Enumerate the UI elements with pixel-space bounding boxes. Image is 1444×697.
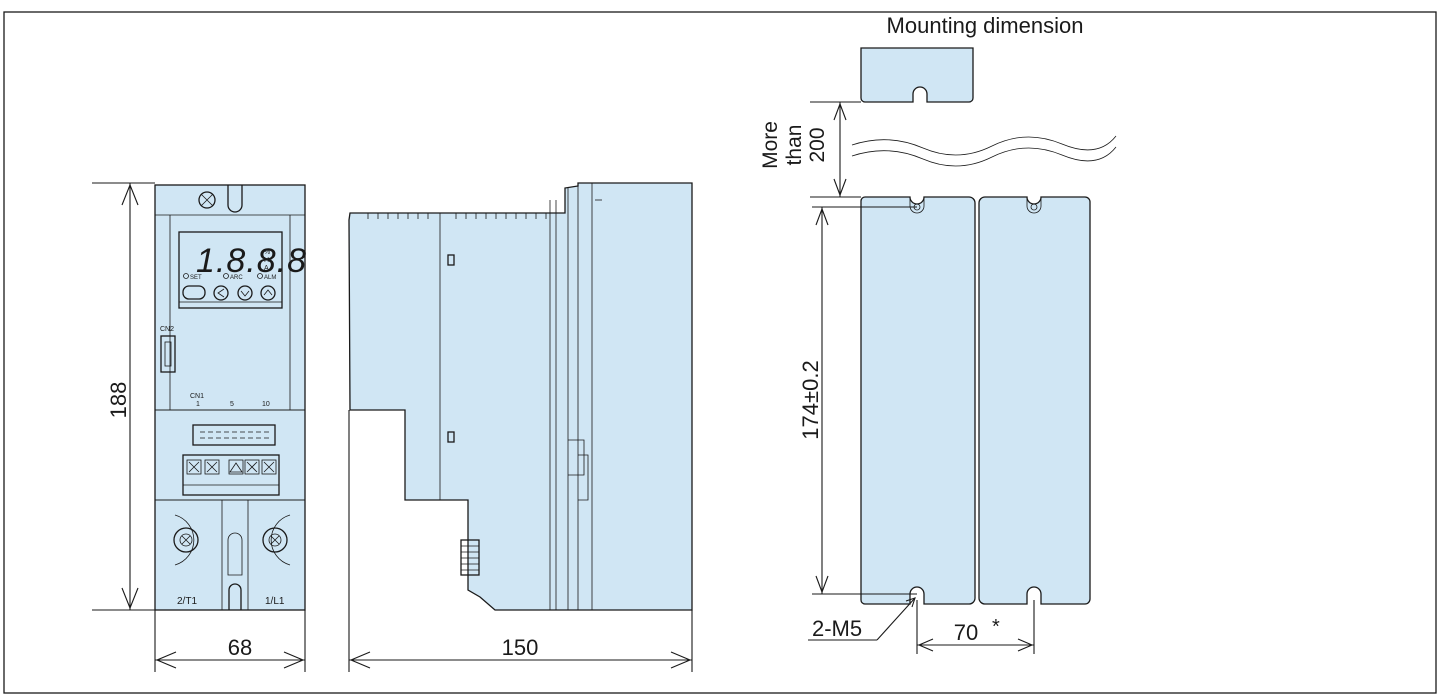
down-key-icon [237,285,253,301]
alm-led-icon [257,273,263,279]
mounting-plate-left [860,196,976,605]
cn1-pin-1: 1 [196,401,200,408]
display-window [178,231,283,309]
spacing-dimension: 70 * [916,600,1035,654]
unit-percent: % [264,249,270,256]
display-digits: 1.8.8.8 [196,242,307,280]
pitch-dimension: 174±0.2 [798,206,917,595]
mounting-view [851,47,1117,605]
height-dimension: 188 [92,182,155,611]
terminal-block [182,454,280,496]
clearance-line-200: 200 [806,127,829,162]
screw-spec: 2-M5 [812,616,862,641]
screw-callout: 2-M5 [808,597,916,641]
arc-led-icon [223,273,229,279]
cn1-pin-5: 5 [230,401,234,408]
width-value: 68 [228,635,252,660]
side-connector [460,539,480,576]
unit-hz: Hz [264,257,273,264]
cn2-port [160,335,176,373]
depth-value: 150 [502,635,539,660]
line-terminal-screw-icon [262,527,288,553]
clearance-line-than: than [783,125,806,166]
drawing-frame [3,11,1437,694]
left-key-icon [213,285,229,301]
side-latch-upper [447,254,455,266]
clearance-line-more: More [759,121,782,169]
mounting-plate-right [978,196,1091,605]
cn1-connector [192,424,276,446]
pitch-value: 174±0.2 [798,360,823,439]
page-title: Mounting dimension [887,13,1084,38]
front-view: 1.8.8.8 % Hz A SET ARC ALM CN2 CN1 1 5 1… [154,184,307,611]
depth-dimension: 150 [348,410,693,672]
break-line-upper [851,135,1117,156]
up-key-icon [260,285,276,301]
break-line-lower [851,146,1117,167]
width-dimension: 68 [154,610,306,672]
side-latch-lower [447,431,455,443]
terminal-2t1-label: 2/T1 [177,596,197,607]
side-view [348,182,693,611]
clearance-dimension: More than 200 [759,101,861,198]
led-arc-label: ARC [230,275,243,281]
spacing-value: 70 [954,620,978,645]
spacing-note: * [992,616,1000,638]
led-set-label: SET [190,275,202,281]
set-key-button [182,285,206,300]
terminal-1l1-label: 1/L1 [265,596,285,607]
cn1-pin-10: 10 [262,401,270,408]
set-led-icon [183,273,189,279]
cn2-label: CN2 [160,326,174,333]
unit-a: A [264,265,269,272]
cn1-label: CN1 [190,393,204,400]
load-terminal-screw-icon [173,527,199,553]
led-alm-label: ALM [264,275,276,281]
height-value: 188 [106,382,131,419]
top-screw-icon [198,191,216,209]
